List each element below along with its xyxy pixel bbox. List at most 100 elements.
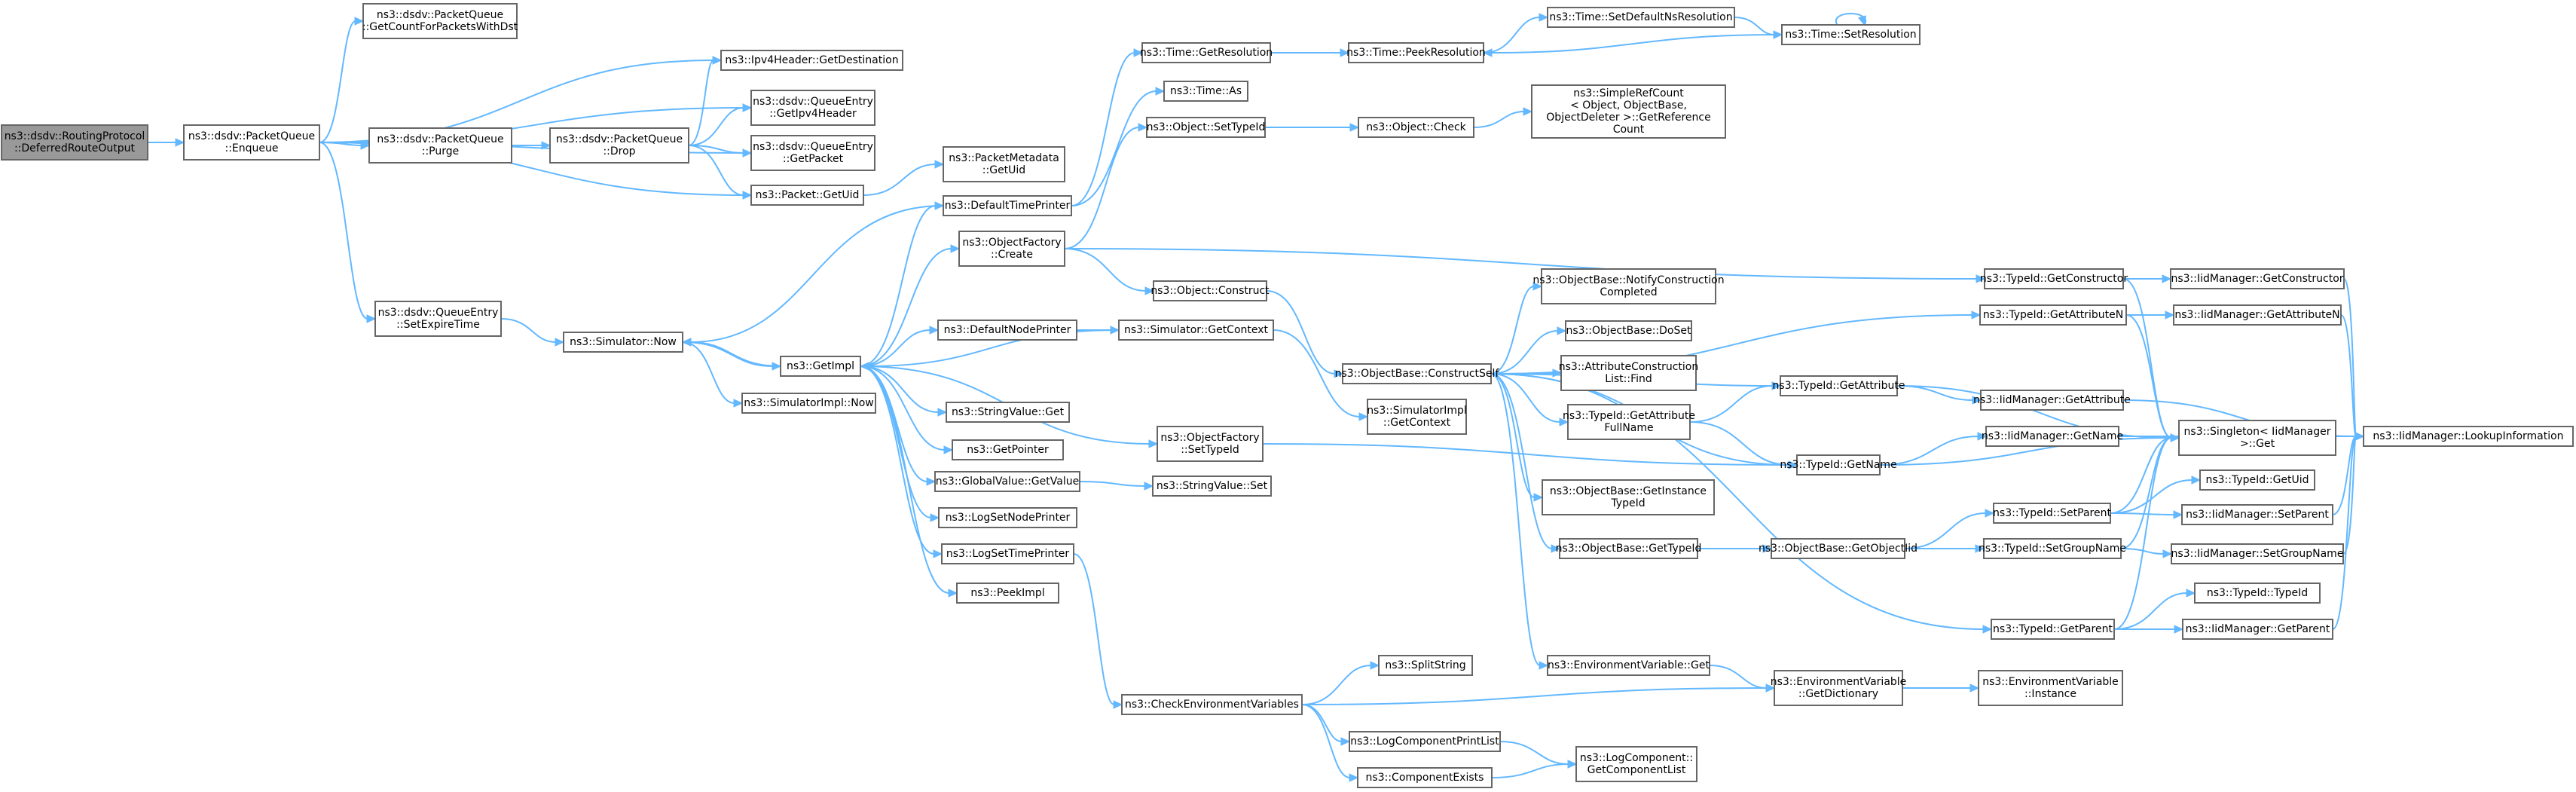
- node-constructself[interactable]: ns3::ObjectBase::ConstructSelf: [1335, 363, 1500, 384]
- node-label-line: ns3::Object::Check: [1366, 121, 1466, 133]
- node-simimplctx[interactable]: ns3::SimulatorImpl::GetContext: [1367, 399, 1467, 435]
- node-imgetname[interactable]: ns3::IidManager::GetName: [1982, 426, 2123, 447]
- arrowhead-imgetparent-to-imlookup: [2354, 432, 2365, 441]
- node-ipv4dest[interactable]: ns3::Ipv4Header::GetDestination: [720, 50, 903, 71]
- node-purge[interactable]: ns3::dsdv::PacketQueue::Purge: [368, 127, 512, 164]
- node-defnode[interactable]: ns3::DefaultNodePrinter: [937, 320, 1077, 341]
- node-envget[interactable]: ns3::EnvironmentVariable::Get: [1547, 655, 1710, 676]
- node-ttypeid[interactable]: ns3::TypeId::TypeId: [2194, 583, 2321, 604]
- node-tgetparent[interactable]: ns3::TypeId::GetParent: [1991, 619, 2115, 640]
- node-simnow[interactable]: ns3::Simulator::Now: [563, 332, 683, 353]
- edge-imsetparent-to-imlookup: [2332, 436, 2357, 515]
- node-label-line: ns3::SplitString: [1385, 659, 1465, 671]
- node-imgetctor[interactable]: ns3::IidManager::GetConstructor: [2170, 268, 2345, 289]
- node-imgetattrn[interactable]: ns3::IidManager::GetAttributeN: [2173, 304, 2342, 326]
- arrowhead-drop-to-ipv4dest: [712, 56, 723, 65]
- node-pmuid[interactable]: ns3::PacketMetadata::GetUid: [943, 146, 1065, 182]
- node-drop[interactable]: ns3::dsdv::PacketQueue::Drop: [549, 127, 689, 164]
- node-tgetuid[interactable]: ns3::TypeId::GetUid: [2199, 469, 2315, 491]
- node-objsettype[interactable]: ns3::Object::SetTypeId: [1146, 117, 1266, 138]
- node-simctx[interactable]: ns3::Simulator::GetContext: [1118, 320, 1274, 341]
- node-tsetgroup[interactable]: ns3::TypeId::SetGroupName: [1979, 538, 2126, 559]
- node-notifyconst[interactable]: ns3::ObjectBase::NotifyConstructionCompl…: [1532, 268, 1725, 304]
- node-box: [1152, 476, 1272, 497]
- node-tgetattr[interactable]: ns3::TypeId::GetAttribute: [1773, 375, 1905, 396]
- node-simimplnow[interactable]: ns3::SimulatorImpl::Now: [741, 393, 876, 414]
- node-getpointer[interactable]: ns3::GetPointer: [952, 439, 1064, 460]
- node-getpacket[interactable]: ns3::dsdv::QueueEntry::GetPacket: [750, 135, 875, 171]
- node-envinst[interactable]: ns3::EnvironmentVariable::Instance: [1978, 670, 2123, 706]
- node-tgetattrn[interactable]: ns3::TypeId::GetAttributeN: [1979, 304, 2127, 326]
- node-label-line: ns3::GetPointer: [967, 444, 1049, 456]
- edge-pktuid-to-pmuid: [863, 164, 937, 196]
- arrowhead-enqueue-to-setexpire: [366, 314, 377, 323]
- arrowhead-tgetattrn-to-imgetattrn: [2165, 310, 2175, 320]
- node-logsettime[interactable]: ns3::LogSetTimePrinter: [941, 543, 1074, 564]
- node-timegetres[interactable]: ns3::Time::GetResolution: [1140, 42, 1273, 63]
- node-enqueue[interactable]: ns3::dsdv::PacketQueue::Enqueue: [183, 124, 320, 161]
- node-splitstr[interactable]: ns3::SplitString: [1378, 655, 1473, 676]
- node-box: [2182, 619, 2333, 640]
- node-tsetparent[interactable]: ns3::TypeId::SetParent: [1993, 503, 2111, 524]
- node-imsetgroup[interactable]: ns3::IidManager::SetGroupName: [2171, 543, 2344, 564]
- node-checkenv[interactable]: ns3::CheckEnvironmentVariables: [1121, 694, 1303, 715]
- node-box: [720, 50, 903, 71]
- node-label-line: ::Drop: [603, 145, 635, 157]
- arrowhead-constructself-to-obgettype: [1551, 544, 1561, 553]
- node-imgetattr[interactable]: ns3::IidManager::GetAttribute: [1973, 390, 2131, 411]
- node-timesetres[interactable]: ns3::Time::SetResolution: [1781, 24, 1921, 45]
- node-peekimpl[interactable]: ns3::PeekImpl: [956, 583, 1059, 604]
- node-compexists[interactable]: ns3::ComponentExists: [1357, 767, 1493, 788]
- node-doset[interactable]: ns3::ObjectBase::DoSet: [1565, 320, 1692, 341]
- node-ofsettype[interactable]: ns3::ObjectFactory::SetTypeId: [1157, 426, 1264, 462]
- node-obgettype[interactable]: ns3::ObjectBase::GetTypeId: [1556, 538, 1702, 559]
- node-getipv4[interactable]: ns3::dsdv::QueueEntry::GetIpv4Header: [750, 90, 875, 126]
- node-tgetctor[interactable]: ns3::TypeId::GetConstructor: [1980, 268, 2128, 289]
- node-strset[interactable]: ns3::StringValue::Set: [1152, 476, 1272, 497]
- node-simpleref[interactable]: ns3::SimpleRefCount< Object, ObjectBase,…: [1531, 84, 1726, 139]
- node-getcount[interactable]: ns3::dsdv::PacketQueue::GetCountForPacke…: [362, 3, 518, 39]
- node-box: [943, 195, 1072, 216]
- node-setexpire[interactable]: ns3::dsdv::QueueEntry::SetExpireTime: [374, 301, 502, 337]
- edge-constructself-to-envget: [1490, 373, 1541, 666]
- node-objcheck[interactable]: ns3::Object::Check: [1358, 117, 1474, 138]
- node-label-line: ns3::Singleton< IidManager: [2184, 426, 2331, 438]
- node-getimpl[interactable]: ns3::GetImpl: [780, 356, 861, 377]
- edge-imgetctor-to-imlookup: [2343, 278, 2357, 437]
- node-imgetparent[interactable]: ns3::IidManager::GetParent: [2182, 619, 2333, 640]
- arrowhead-getattrfull-to-tgetname: [1788, 460, 1798, 469]
- node-pktuid[interactable]: ns3::Packet::GetUid: [750, 185, 864, 206]
- node-timesetdef[interactable]: ns3::Time::SetDefaultNsResolution: [1547, 7, 1735, 28]
- node-box: [1774, 670, 1903, 706]
- node-root[interactable]: ns3::dsdv::RoutingProtocol::DeferredRout…: [1, 124, 148, 161]
- node-box: [1560, 355, 1697, 391]
- node-deftime[interactable]: ns3::DefaultTimePrinter: [943, 195, 1072, 216]
- edge-getimpl-to-simnow: [689, 341, 781, 367]
- node-timepeek[interactable]: ns3::Time::PeekResolution: [1346, 42, 1486, 63]
- node-label-line: ObjectDeleter >::GetReference: [1546, 112, 1710, 124]
- node-logsetnode[interactable]: ns3::LogSetNodePrinter: [938, 507, 1077, 528]
- node-imsetparent[interactable]: ns3::IidManager::SetParent: [2181, 504, 2333, 525]
- node-timeas[interactable]: ns3::Time::As: [1163, 81, 1248, 102]
- arrowhead-checkenv-to-lcprint: [1340, 737, 1351, 746]
- arrowhead-objcheck-to-simpleref: [1523, 107, 1533, 116]
- node-imlookup[interactable]: ns3::IidManager::LookupInformation: [2363, 426, 2574, 447]
- node-box: [1993, 503, 2111, 524]
- arrowhead-getimpl-to-logsetnode: [930, 513, 940, 522]
- node-box: [2194, 583, 2321, 604]
- node-gvget[interactable]: ns3::GlobalValue::GetValue: [934, 471, 1080, 492]
- node-obgetiid[interactable]: ns3::ObjectBase::GetObjectIid: [1759, 538, 1917, 559]
- node-tgetname[interactable]: ns3::TypeId::GetName: [1780, 454, 1897, 476]
- node-box: [934, 471, 1080, 492]
- node-singget[interactable]: ns3::Singleton< IidManager >::Get: [2178, 420, 2336, 456]
- node-lcprint[interactable]: ns3::LogComponentPrintList: [1349, 731, 1501, 752]
- node-lcgetlist[interactable]: ns3::LogComponent::GetComponentList: [1575, 746, 1697, 782]
- arrowhead-drop-to-getipv4: [742, 103, 753, 112]
- node-envdict[interactable]: ns3::EnvironmentVariable::GetDictionary: [1771, 670, 1907, 706]
- node-strget[interactable]: ns3::StringValue::Get: [946, 402, 1070, 423]
- node-objconstruct[interactable]: ns3::Object::Construct: [1150, 280, 1270, 301]
- node-ofcreate[interactable]: ns3::ObjectFactory::Create: [958, 231, 1065, 267]
